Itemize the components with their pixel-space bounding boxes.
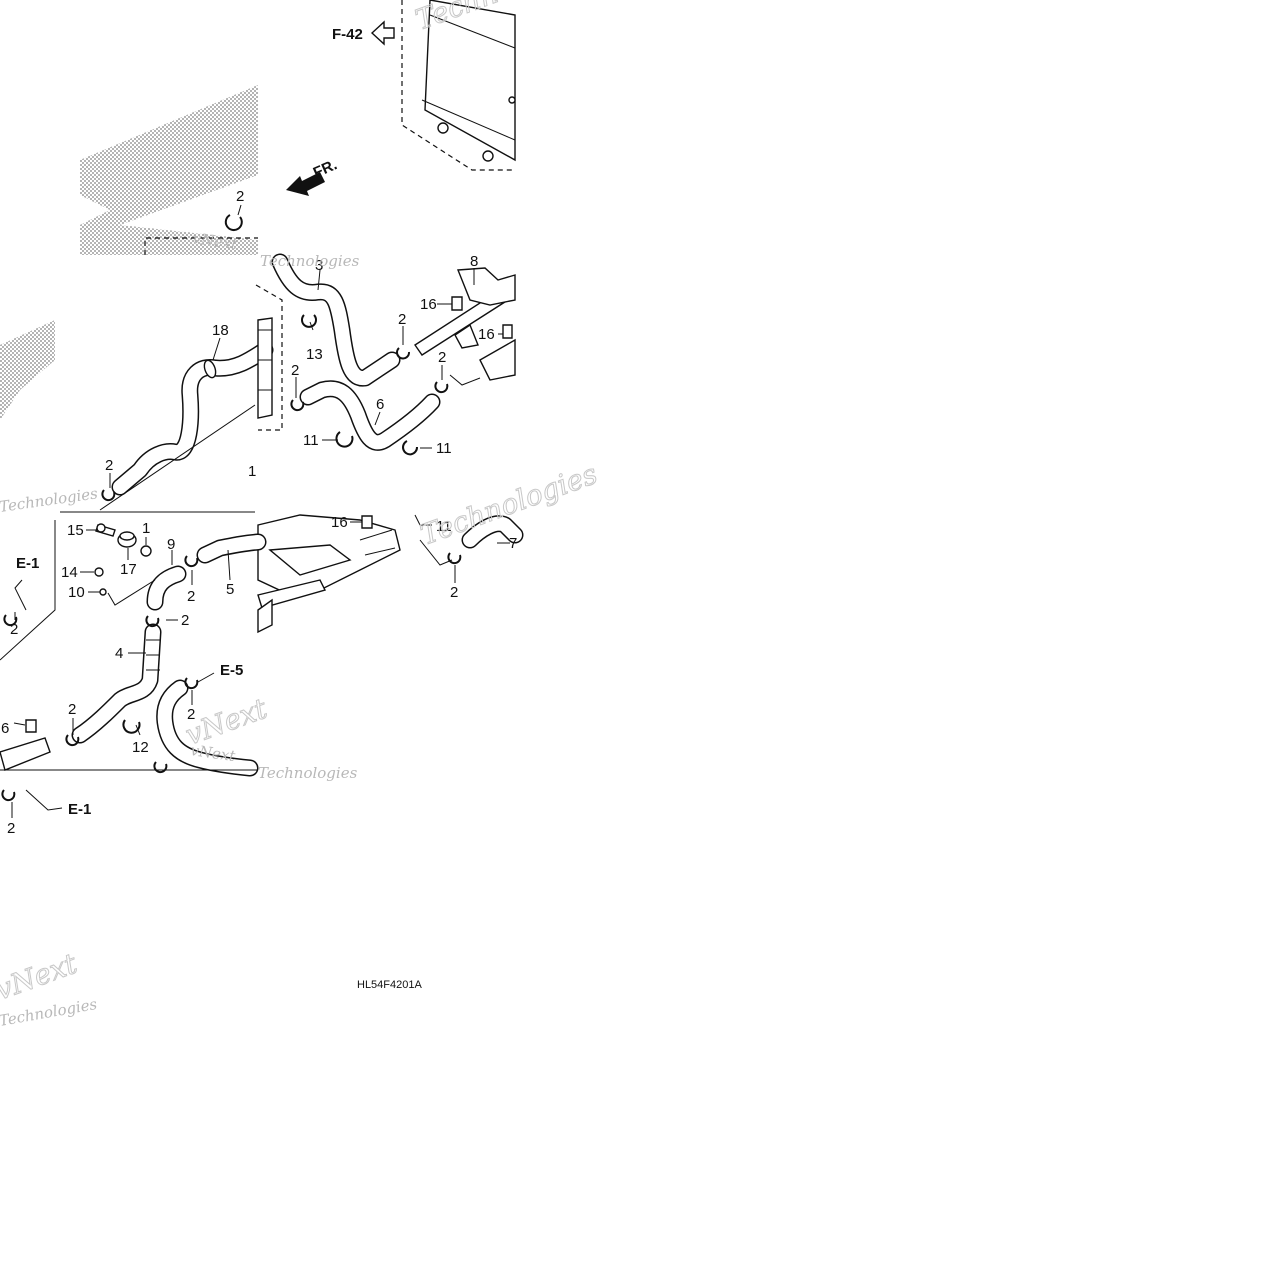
pipe-8-assembly[interactable] (414, 267, 516, 386)
radiator-assembly (401, 0, 516, 171)
callout-5: 5 (226, 581, 234, 598)
ref-e1-lower-label: E-1 (68, 801, 91, 818)
callout-14: 14 (61, 564, 78, 581)
bracket-detail (144, 214, 258, 255)
pipe-lower-left (0, 737, 51, 771)
watermark-text: Technologies (258, 764, 358, 782)
ref-e5-label: E-5 (220, 662, 243, 679)
clamp-11a[interactable] (335, 431, 354, 448)
ref-e1-upper[interactable]: E-1 (14, 555, 39, 611)
callout-11: 11 (436, 518, 452, 535)
hose-4[interactable] (71, 623, 162, 744)
watermark-text: Technologies (0, 484, 99, 516)
panel-edge-left (0, 520, 56, 661)
callout-2: 2 (291, 362, 299, 379)
callout-2: 2 (105, 457, 113, 474)
ref-e1-upper-label: E-1 (16, 555, 39, 572)
frame-crossmember (257, 514, 401, 634)
callout-2: 2 (10, 621, 18, 638)
callouts: 2 18 3 8 16 16 13 2 2 2 6 11 11 2 1 15 1… (1, 188, 517, 837)
leader-11-lower (414, 514, 432, 526)
hose-6[interactable] (299, 380, 441, 451)
bolt-16a[interactable] (451, 296, 463, 311)
callout-16: 16 (331, 514, 348, 531)
callout-16: 16 (478, 326, 495, 343)
callout-1: 1 (248, 463, 256, 480)
cap-17[interactable] (117, 531, 137, 548)
hose-7[interactable] (461, 515, 524, 549)
callout-7: 7 (509, 535, 517, 552)
callout-11: 11 (303, 432, 319, 449)
callout-4: 4 (115, 645, 123, 662)
hose-18[interactable] (111, 341, 274, 496)
callout-3: 3 (315, 257, 323, 274)
watermark-text: Technologies (260, 252, 360, 270)
callout-6: 6 (376, 396, 384, 413)
callout-1: 1 (142, 520, 150, 537)
arrow-icon (14, 579, 27, 611)
callout-10: 10 (68, 584, 85, 601)
leader-2-lower (419, 539, 453, 566)
wing-logo-background (0, 85, 258, 420)
hose-3[interactable] (271, 253, 401, 387)
radiator-bracket (255, 284, 283, 431)
hollow-arrow-left-icon (370, 20, 395, 46)
ref-e5[interactable]: E-5 (197, 662, 243, 683)
leader-10 (107, 579, 156, 606)
callout-9: 9 (167, 536, 175, 553)
arrow-icon (197, 672, 215, 683)
bolt-16b[interactable] (502, 324, 513, 339)
ref-f42[interactable]: F-42 (332, 20, 395, 46)
callout-2: 2 (7, 820, 15, 837)
watermark-text: vNext (0, 947, 82, 1007)
hose-lower-bend[interactable] (156, 679, 259, 777)
diagram-code: HL54F4201A (357, 979, 422, 991)
callout-2: 2 (68, 701, 76, 718)
hose-9-elbow[interactable] (146, 565, 187, 611)
ref-e1-lower[interactable]: E-1 (25, 789, 91, 818)
clamp-11b[interactable] (402, 440, 419, 456)
callout-2: 2 (398, 311, 406, 328)
bolt-14[interactable] (94, 567, 104, 577)
callout-17: 17 (120, 561, 137, 578)
arrow-icon (25, 789, 63, 811)
callout-16: 16 (420, 296, 437, 313)
clamp-13[interactable] (301, 314, 317, 328)
callout-13: 13 (306, 346, 323, 363)
washer-10[interactable] (99, 588, 107, 596)
watermark-text: vNext (181, 692, 272, 752)
callout-15: 15 (67, 522, 84, 539)
callout-2: 2 (236, 188, 244, 205)
ref-f42-label: F-42 (332, 26, 363, 43)
leader-lines (11, 204, 510, 818)
bolt-15[interactable] (95, 523, 116, 537)
front-arrow-icon (286, 172, 325, 196)
callout-12: 12 (132, 739, 149, 756)
bolt-16c[interactable] (361, 515, 373, 529)
clamps-2[interactable] (1, 347, 462, 802)
clamp-12[interactable] (122, 719, 141, 734)
callout-2: 2 (187, 588, 195, 605)
callout-18: 18 (212, 322, 229, 339)
callout-2: 2 (187, 706, 195, 723)
hose-5[interactable] (196, 533, 267, 564)
front-label: FR. (311, 156, 340, 181)
bolt-6-left[interactable] (25, 719, 37, 733)
assembly-leader-1 (99, 404, 256, 511)
nut-1[interactable] (140, 545, 152, 557)
callout-8: 8 (470, 253, 478, 270)
callout-2: 2 (438, 349, 446, 366)
callout-2: 2 (450, 584, 458, 601)
callout-2: 2 (181, 612, 189, 629)
front-direction-marker: FR. (286, 156, 340, 196)
callout-6: 6 (1, 720, 9, 737)
callout-11: 11 (436, 440, 452, 457)
